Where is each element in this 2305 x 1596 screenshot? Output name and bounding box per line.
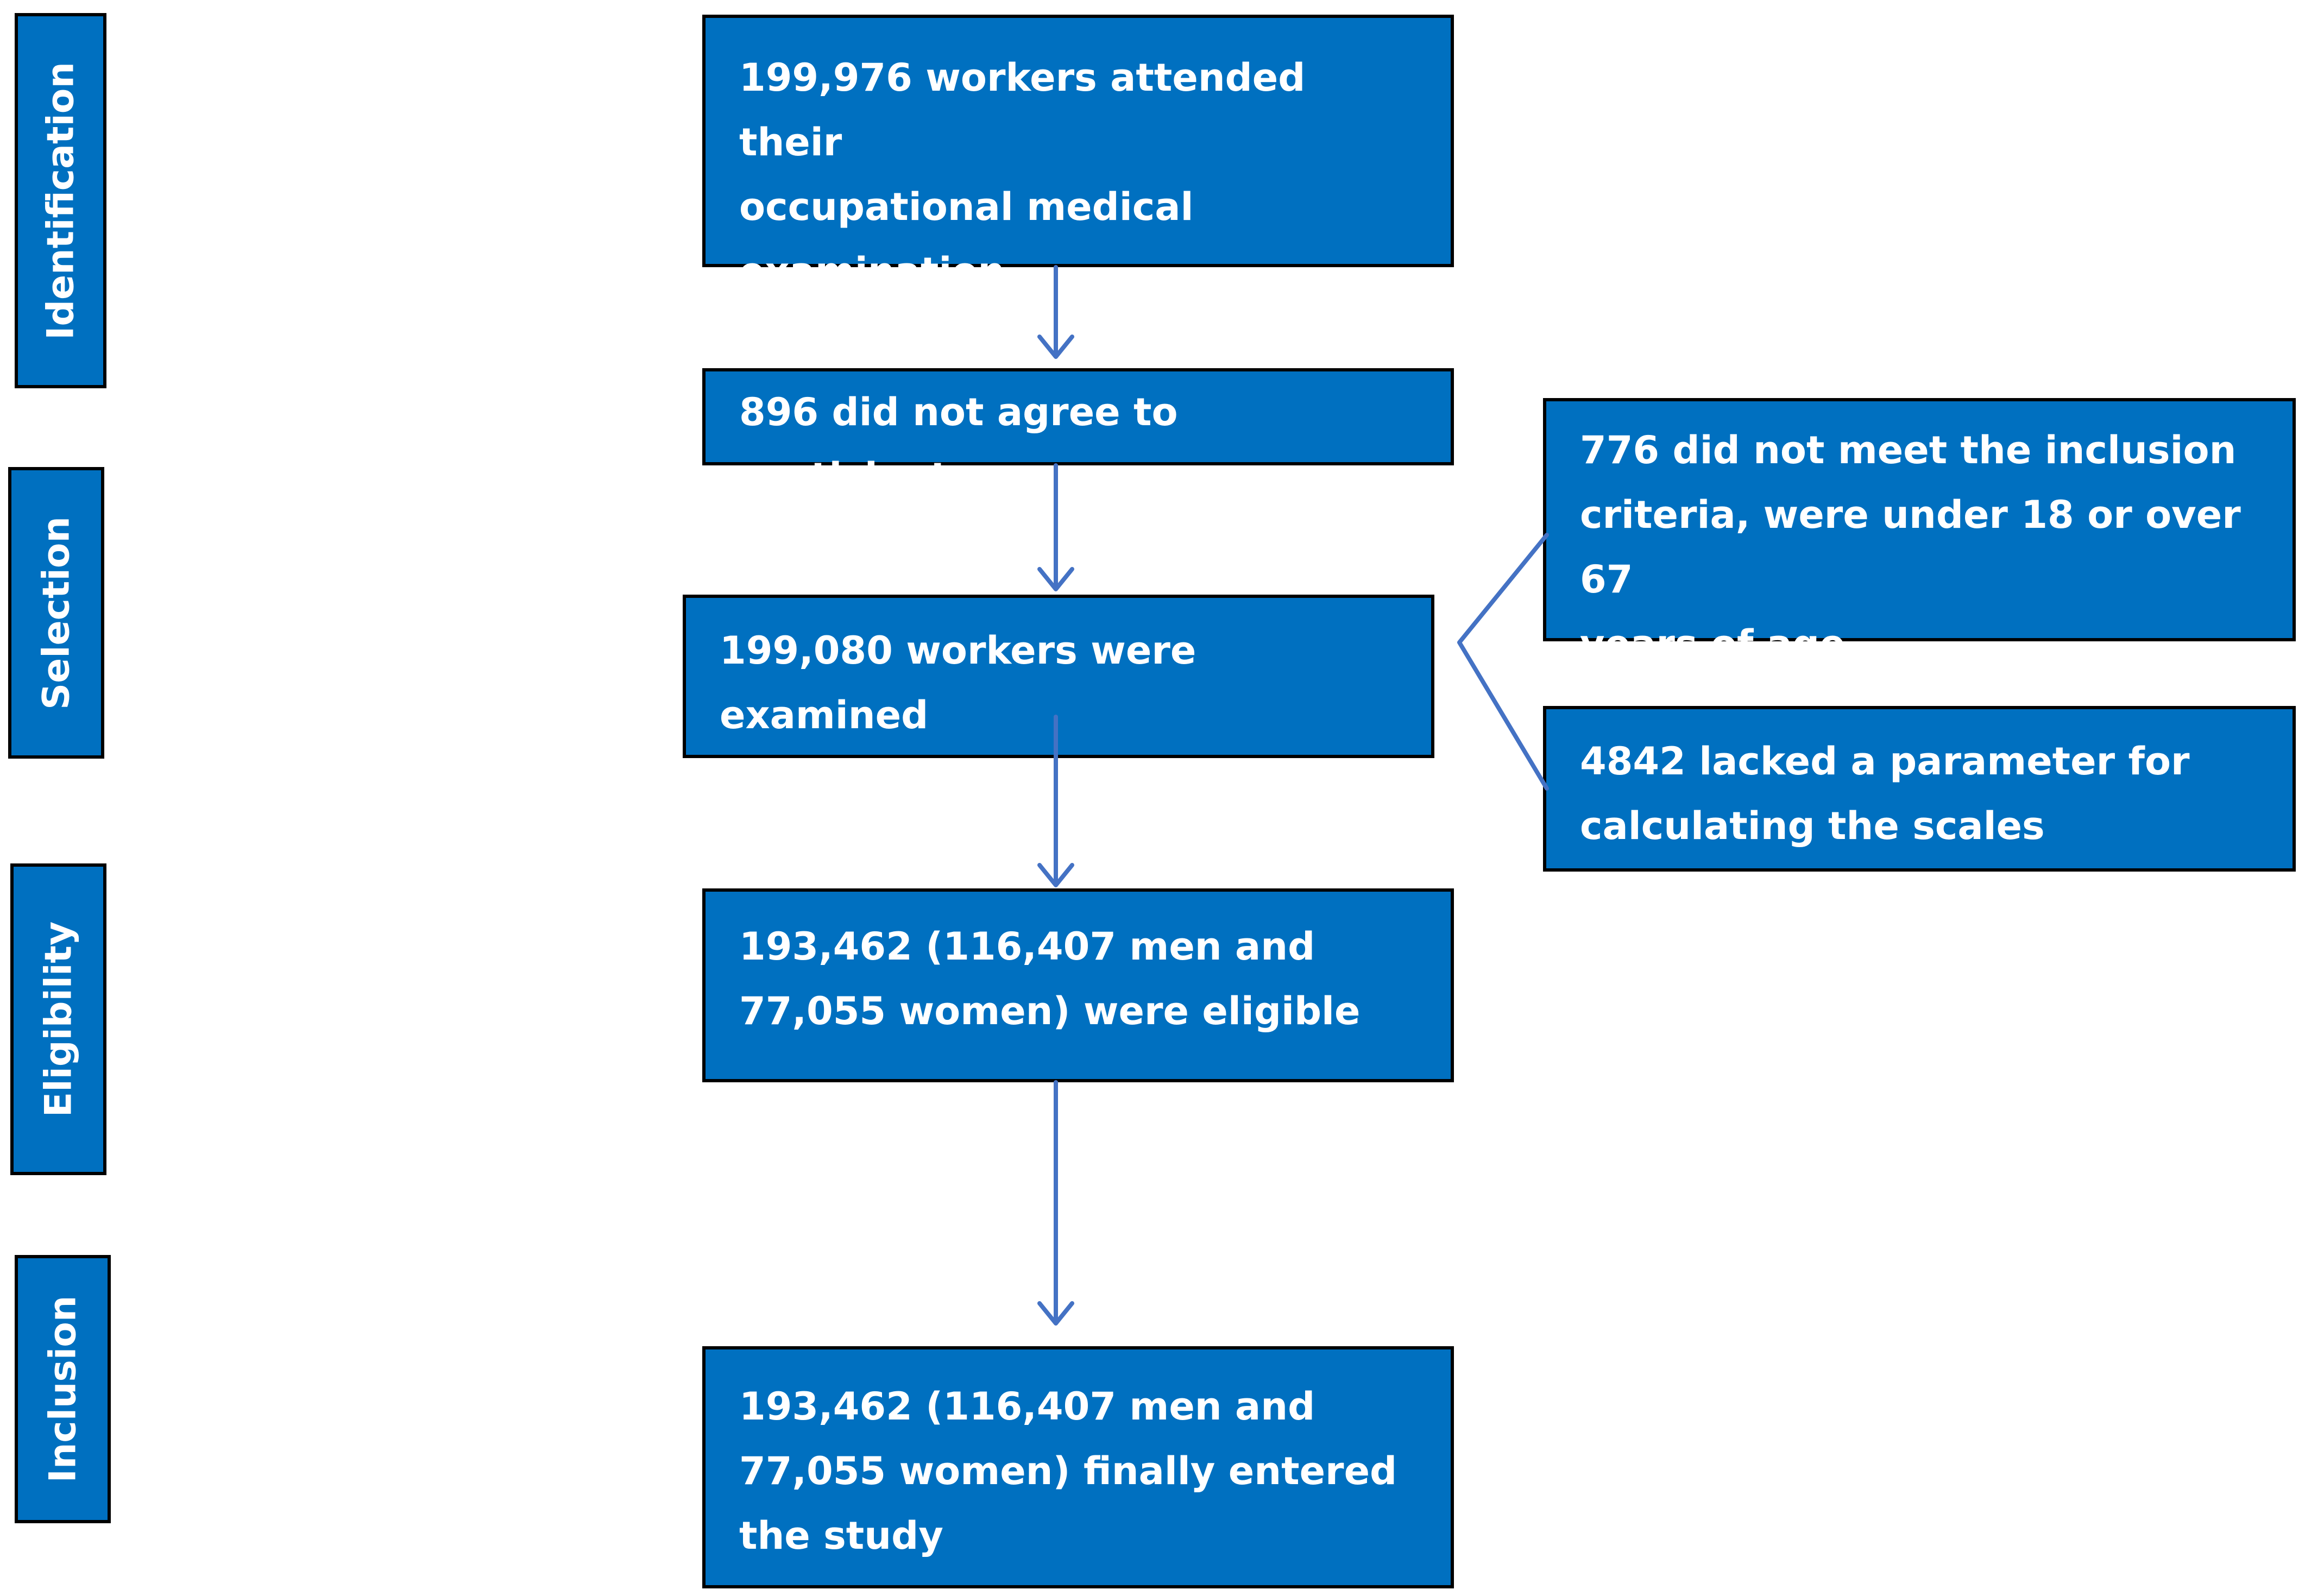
stage-identification: Identification	[15, 13, 106, 388]
arrow-examined-to-eligible	[1037, 715, 1074, 887]
box-examined: 199,080 workers were examined	[683, 595, 1434, 758]
box-included: 193,462 (116,407 men and 77,055 women) f…	[702, 1346, 1454, 1588]
box-eligible: 193,462 (116,407 men and 77,055 women) w…	[702, 888, 1454, 1082]
arrow-eligible-to-included	[1037, 1080, 1074, 1326]
branch-exclusions	[1457, 533, 1549, 791]
stage-selection: Selection	[8, 467, 104, 759]
stage-inclusion: Inclusion	[15, 1255, 111, 1523]
stage-eligibility: Eligibility	[10, 863, 106, 1175]
arrow-attended-to-declined	[1037, 265, 1074, 359]
box-excluded-age: 776 did not meet the inclusion criteria,…	[1543, 398, 2296, 666]
box-attended: 199,976 workers attended their occupatio…	[702, 15, 1454, 294]
arrow-declined-to-examined	[1037, 463, 1074, 591]
box-declined: 896 did not agree to participate	[702, 368, 1454, 499]
